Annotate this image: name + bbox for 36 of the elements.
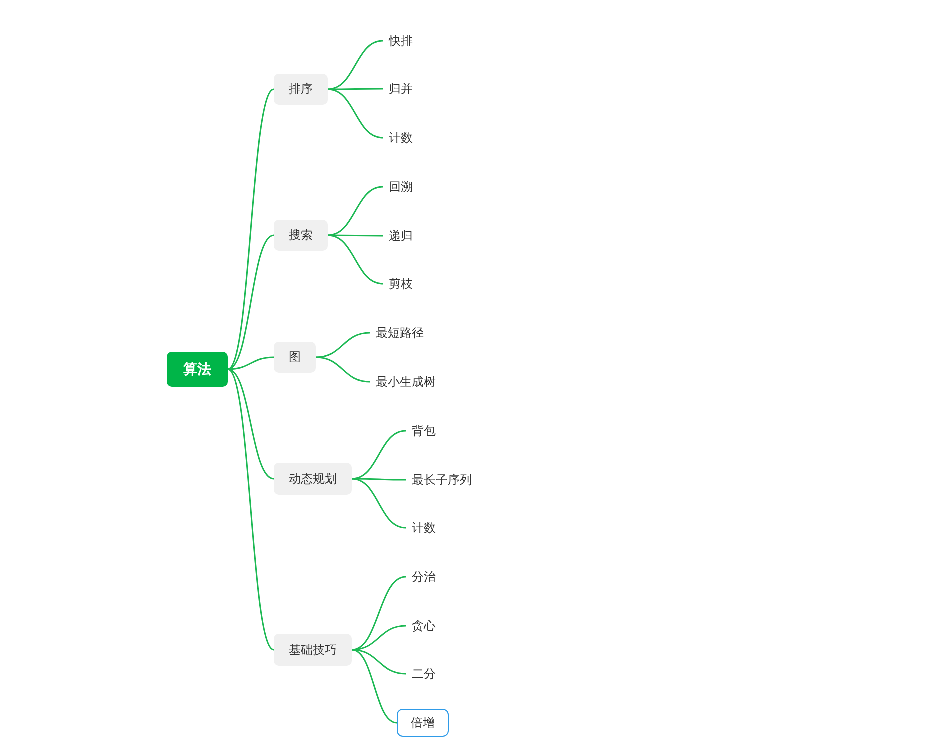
connector-line [328,88,383,90]
connector-line [328,88,384,139]
connector-line [228,368,274,480]
selected-topic-box: 倍增 [397,709,449,737]
connector-line [316,332,370,358]
connector-line [227,88,275,370]
connector-line [328,186,384,236]
topic-text: 归并 [383,79,423,99]
topic-text: 计数 [406,518,446,538]
topic-text: 二分 [406,664,446,684]
connector-line [352,625,406,651]
root-box: 算法 [167,352,228,387]
topic-box: 排序 [274,74,328,105]
topic-text: 计数 [383,128,423,148]
connector-line [352,478,406,529]
topic-box: 基础技巧 [274,634,352,666]
topic-text: 最短路径 [370,323,430,343]
topic-text: 背包 [406,421,446,441]
connector-line [316,356,370,383]
topic-text: 最长子序列 [406,470,478,490]
topic-text: 回溯 [383,177,423,197]
topic-text: 快排 [383,31,423,51]
topic-text: 最小生成树 [370,372,442,392]
connector-line [328,234,384,285]
connector-line [352,649,398,724]
topic-box: 图 [274,342,316,373]
connector-line [228,234,274,370]
topic-box: 动态规划 [274,463,352,495]
connector-line [352,430,406,480]
topic-text: 剪枝 [383,274,423,294]
topic-text: 贪心 [406,616,446,636]
connector-line [227,368,275,651]
topic-text: 分治 [406,567,446,587]
connector-line [228,356,274,370]
topic-text: 递归 [383,226,423,246]
topic-box: 搜索 [274,220,328,251]
